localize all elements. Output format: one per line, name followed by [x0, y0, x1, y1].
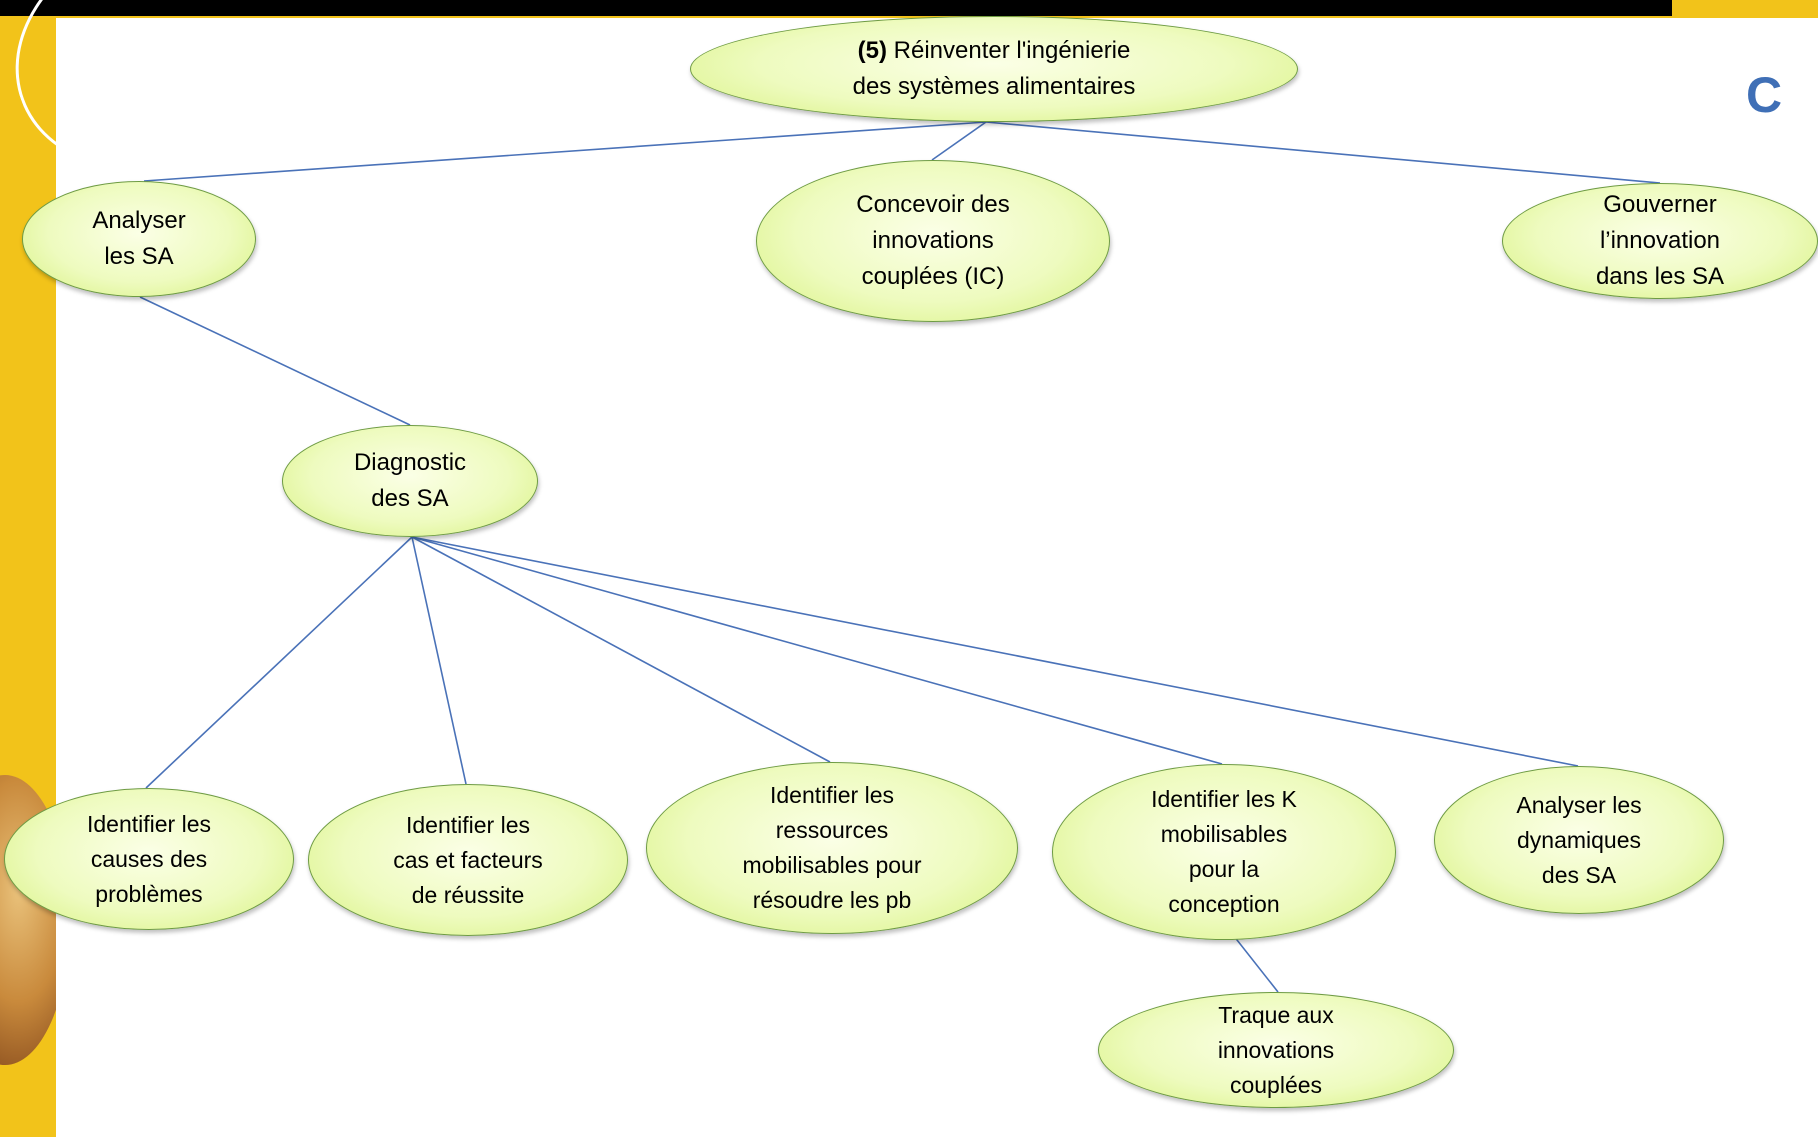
top-bar [0, 0, 1672, 16]
analyser-line1: Analyser [92, 207, 186, 234]
cas-line2: cas et facteurs [393, 846, 543, 873]
link-analyser-diagnostic [139, 296, 411, 426]
link-diagnostic-causes [145, 536, 413, 789]
node-gouverner: Gouverner l’innovation dans les SA [1502, 183, 1818, 299]
k-line3: pour la [1188, 856, 1260, 882]
dynamiques-line1: Analyser les [1516, 791, 1642, 818]
node-ressources: Identifier les ressources mobilisables p… [646, 762, 1018, 934]
traque-line2: innovations [1217, 1036, 1335, 1063]
gouverner-line2: l’innovation [1599, 227, 1721, 254]
ressources-line4: résoudre les pb [752, 887, 912, 913]
analyser-line2: les SA [104, 243, 174, 270]
k-line2: mobilisables [1160, 821, 1288, 847]
ressources-line3: mobilisables pour [742, 852, 922, 878]
ressources-line2: ressources [775, 817, 889, 843]
concevoir-line2: innovations [872, 227, 994, 254]
ressources-line1: Identifier les [769, 782, 894, 808]
corner-letter: C [1746, 67, 1783, 123]
gouverner-line3: dans les SA [1595, 263, 1725, 290]
link-diagnostic-cas [411, 536, 467, 785]
link-root-gouverner [985, 121, 1661, 184]
node-k: Identifier les K mobilisables pour la co… [1052, 764, 1396, 940]
root-line2: des systèmes alimentaires [852, 73, 1136, 100]
traque-line1: Traque aux [1218, 1001, 1334, 1028]
gouverner-line1: Gouverner [1603, 191, 1717, 218]
cas-line3: de réussite [411, 881, 525, 908]
root-prefix: (5) [857, 37, 887, 64]
node-analyser: Analyser les SA [22, 181, 256, 297]
link-diagnostic-k [411, 536, 1223, 765]
cas-line1: Identifier les [405, 811, 530, 838]
slide-canvas: C (5) Réinventer l'ingénierie des systèm… [4, 16, 1818, 1137]
concevoir-line1: Concevoir des [856, 191, 1010, 218]
node-root: (5) Réinventer l'ingénierie des systèmes… [690, 16, 1298, 122]
k-line4: conception [1168, 891, 1280, 917]
link-root-concevoir [931, 121, 987, 161]
dynamiques-line3: des SA [1541, 861, 1617, 888]
link-root-analyser [143, 121, 987, 182]
concevoir-line3: couplées (IC) [861, 263, 1005, 290]
node-diagnostic: Diagnostic des SA [282, 425, 538, 537]
dynamiques-line2: dynamiques [1516, 826, 1642, 853]
root-line1: Réinventer l'ingénierie [893, 37, 1131, 64]
diagnostic-line2: des SA [371, 485, 449, 512]
node-dynamiques: Analyser les dynamiques des SA [1434, 766, 1724, 914]
causes-line2: causes des [90, 845, 208, 872]
node-cas: Identifier les cas et facteurs de réussi… [308, 784, 628, 936]
node-concevoir: Concevoir des innovations couplées (IC) [756, 160, 1110, 322]
link-diagnostic-ressources [411, 536, 831, 763]
traque-line3: couplées [1229, 1071, 1323, 1098]
diagnostic-line1: Diagnostic [353, 449, 467, 476]
node-traque: Traque aux innovations couplées [1098, 992, 1454, 1108]
causes-line1: Identifier les [86, 810, 211, 837]
link-diagnostic-dynamiques [411, 536, 1579, 767]
k-line1: Identifier les K [1151, 786, 1297, 812]
node-causes: Identifier les causes des problèmes [4, 788, 294, 930]
causes-line3: problèmes [95, 880, 203, 907]
